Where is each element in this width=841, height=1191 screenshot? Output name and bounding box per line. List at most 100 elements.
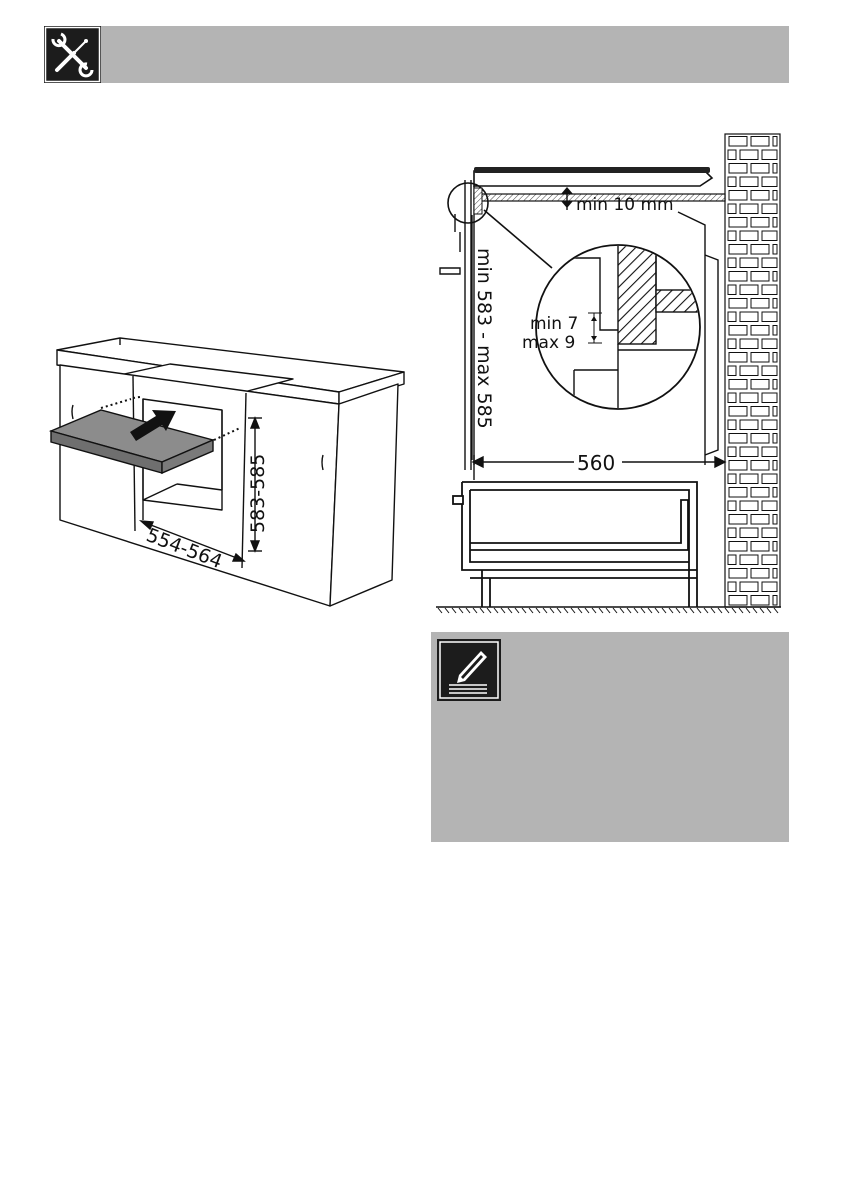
floor-hatch-mark [655,608,659,613]
brick [773,164,777,174]
floor-hatch-mark [445,608,449,613]
floor-hatch-mark [536,608,540,613]
brick [728,339,736,349]
brick [728,582,736,592]
floor-hatch-mark [725,608,729,613]
brick [773,218,777,228]
floor-hatch-mark [648,608,652,613]
floor-hatch-mark [662,608,666,613]
floor-hatch-mark [620,608,624,613]
brick [762,528,777,538]
brick [751,353,769,363]
brick [740,312,758,322]
brick [751,488,769,498]
brick [728,312,736,322]
brick [740,582,758,592]
brick [762,447,777,457]
floor-hatch-mark [585,608,589,613]
brick [729,245,747,255]
floor-hatch-mark [452,608,456,613]
floor-hatch-mark [732,608,736,613]
floor-hatch-mark [529,608,533,613]
section-width-label: 560 [577,451,615,475]
brick [728,393,736,403]
brick [762,231,777,241]
brick [773,488,777,498]
brick [740,150,758,160]
brick [728,150,736,160]
brick [740,258,758,268]
brick [773,542,777,552]
brick [762,393,777,403]
brick [728,528,736,538]
brick [729,191,747,201]
floor-hatch-mark [515,608,519,613]
brick [773,191,777,201]
brick [740,474,758,484]
brick [751,299,769,309]
brick [740,231,758,241]
brick [773,326,777,336]
brick [729,407,747,417]
floor-hatch-mark [473,608,477,613]
floor-hatch-mark [501,608,505,613]
floor-hatch-mark [711,608,715,613]
brick [740,501,758,511]
brick [729,326,747,336]
brick [762,258,777,268]
brick [762,366,777,376]
floor-hatch-mark [564,608,568,613]
brick [729,596,747,606]
floor-hatch-mark [494,608,498,613]
floor-hatch-mark [459,608,463,613]
floor-hatch-mark [487,608,491,613]
floor-hatch-mark [641,608,645,613]
floor-hatch-mark [543,608,547,613]
brick [762,204,777,214]
floor-hatch-mark [480,608,484,613]
brick [773,596,777,606]
brick [728,285,736,295]
brick [729,299,747,309]
brick [729,488,747,498]
floor-hatch-mark [718,608,722,613]
brick [773,299,777,309]
brick [773,407,777,417]
detail-min-label: min 7 [530,314,578,334]
floor-hatch-mark [599,608,603,613]
floor-hatch-mark [606,608,610,613]
detail-max-label: max 9 [522,333,575,353]
brick [773,272,777,282]
brick [751,326,769,336]
brick [751,434,769,444]
brick [729,272,747,282]
brick [762,312,777,322]
floor-hatch-mark [438,608,442,613]
floor-hatch-mark [746,608,750,613]
section-height-label: min 583 - max 585 [473,248,495,429]
floor-hatch-mark [767,608,771,613]
brick [729,515,747,525]
brick [762,501,777,511]
brick [751,245,769,255]
brick [740,555,758,565]
brick [740,285,758,295]
floor-hatch-mark [571,608,575,613]
brick [740,366,758,376]
brick [762,150,777,160]
floor-hatch-mark [592,608,596,613]
brick [740,177,758,187]
brick [751,407,769,417]
brick [728,177,736,187]
floor-hatch-mark [613,608,617,613]
brick [729,569,747,579]
brick [762,339,777,349]
brick [751,272,769,282]
brick [728,420,736,430]
brick [773,434,777,444]
brick [729,434,747,444]
brick [729,380,747,390]
brick [740,204,758,214]
brick [762,177,777,187]
